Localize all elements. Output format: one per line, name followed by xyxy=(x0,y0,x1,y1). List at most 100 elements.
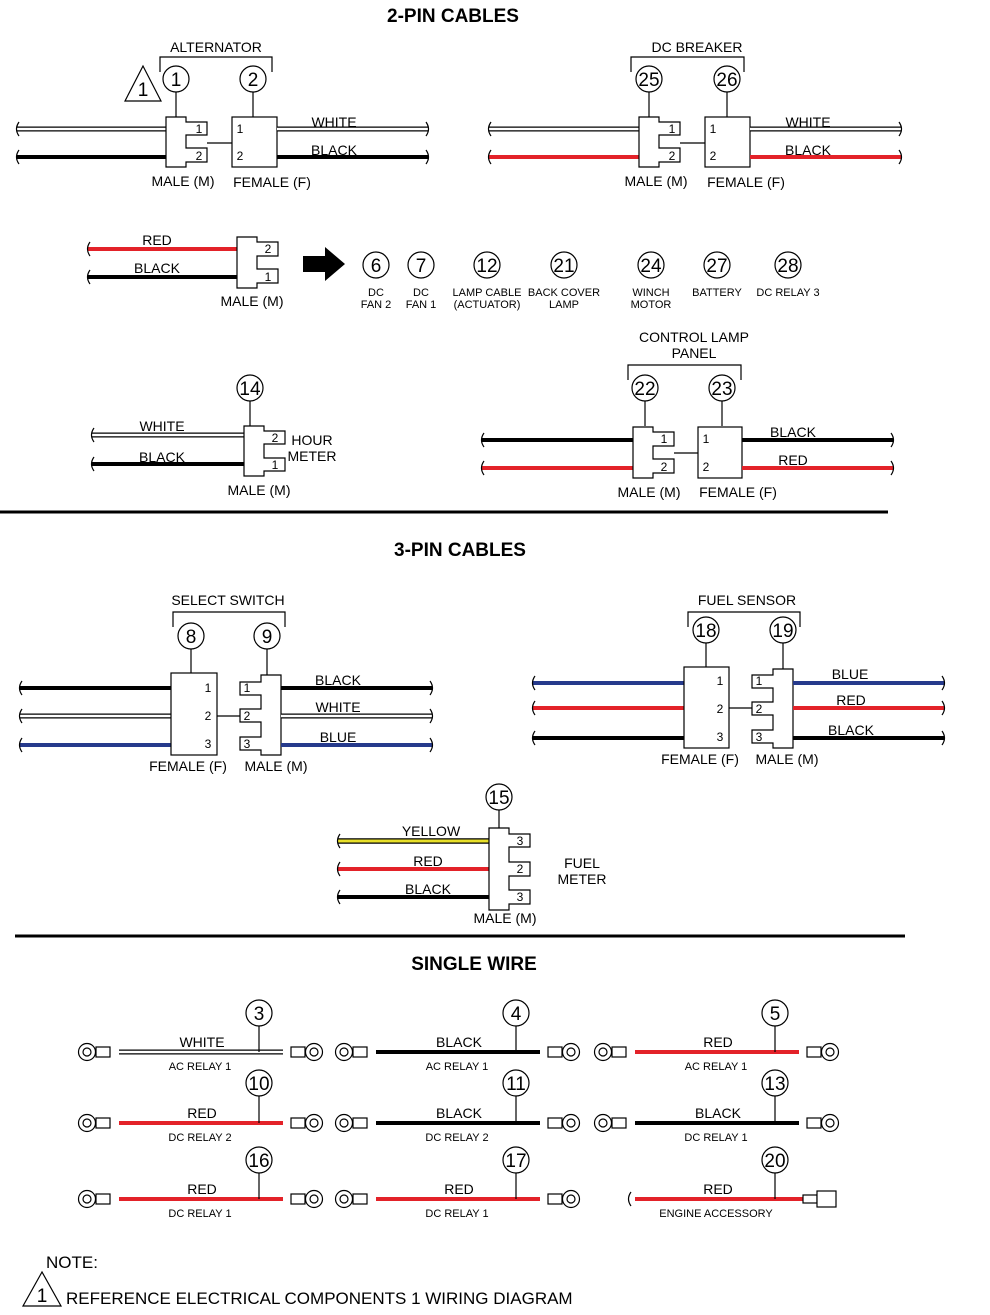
note-title: NOTE: xyxy=(46,1253,98,1272)
circle-label: 26 xyxy=(716,70,737,91)
female-label: FEMALE (F) xyxy=(699,484,777,500)
control-lamp-cable: CONTROL LAMP PANEL 22 23 1 2 1 2 BLACK R… xyxy=(480,329,895,500)
wire-label: WHITE xyxy=(315,699,360,715)
destination-label: AC RELAY 1 xyxy=(169,1061,232,1073)
circle-label: 8 xyxy=(186,627,197,648)
circle-label: 20 xyxy=(764,1151,785,1172)
svg-text:2: 2 xyxy=(517,862,524,876)
svg-text:1: 1 xyxy=(669,122,676,136)
ring-terminal-icon xyxy=(77,1042,111,1062)
circle-label: 19 xyxy=(772,621,793,642)
ring-terminal-icon xyxy=(806,1042,840,1062)
svg-text:2: 2 xyxy=(756,702,763,716)
female-label: FEMALE (F) xyxy=(661,751,739,767)
svg-text:3: 3 xyxy=(717,730,724,744)
ring-terminal-icon xyxy=(334,1113,368,1133)
target-label: LAMP CABLE xyxy=(453,287,522,299)
circle-label: 2 xyxy=(248,70,259,91)
ring-terminal-icon xyxy=(334,1189,368,1209)
svg-text:3: 3 xyxy=(205,737,212,751)
fuel-sensor-cable: FUEL SENSOR 18 19 1 2 3 1 2 3 BLUE RED B… xyxy=(531,592,946,767)
wire-label: BLACK xyxy=(311,142,358,158)
circle-label: 27 xyxy=(706,256,727,277)
circle-label: 18 xyxy=(695,621,716,642)
male-label: MALE (M) xyxy=(625,173,688,189)
wire-label: RED xyxy=(703,1181,733,1197)
wire-label: RED xyxy=(778,452,808,468)
target-label: FAN 1 xyxy=(406,299,437,311)
svg-text:2: 2 xyxy=(205,709,212,723)
circle-label: 24 xyxy=(640,256,662,277)
male-label: MALE (M) xyxy=(245,758,308,774)
ring-terminal-icon xyxy=(77,1189,111,1209)
target-label: LAMP xyxy=(549,299,579,311)
wire-label: WHITE xyxy=(785,114,830,130)
circle-label: 13 xyxy=(764,1074,785,1095)
male-label: MALE (M) xyxy=(228,482,291,498)
wire-label: BLACK xyxy=(134,260,181,276)
wire-label: BLACK xyxy=(405,881,452,897)
circle-label: 6 xyxy=(371,256,382,277)
fuel-meter-cable: 15 YELLOW RED BLACK 3 2 3 FUEL METER MAL… xyxy=(336,783,607,926)
device-label: HOUR xyxy=(291,432,332,448)
svg-text:3: 3 xyxy=(244,737,251,751)
svg-text:2: 2 xyxy=(661,460,668,474)
target-label: WINCH xyxy=(632,287,669,299)
group-label: CONTROL LAMP xyxy=(639,329,749,345)
svg-text:2: 2 xyxy=(244,709,251,723)
wire-label: WHITE xyxy=(311,114,356,130)
wire-label: BLACK xyxy=(436,1105,483,1121)
ring-terminal-icon xyxy=(290,1113,324,1133)
section-title-3pin: 3-PIN CABLES xyxy=(394,540,526,561)
group-label: PANEL xyxy=(672,345,717,361)
ring-terminal-icon xyxy=(547,1042,581,1062)
device-label: METER xyxy=(558,871,607,887)
alternator-cable: ALTERNATOR 1 1 2 1 2 1 2 WHITE BLACK MAL… xyxy=(15,39,430,190)
destination-label: DC RELAY 2 xyxy=(168,1132,231,1144)
circle-label: 15 xyxy=(488,788,509,809)
wire-label: WHITE xyxy=(139,418,184,434)
note: NOTE: 1 REFERENCE ELECTRICAL COMPONENTS … xyxy=(21,1253,573,1308)
wire-label: RED xyxy=(444,1181,474,1197)
female-label: FEMALE (F) xyxy=(707,174,785,190)
wire-label: BLACK xyxy=(770,424,817,440)
wire-label: BLACK xyxy=(785,142,832,158)
wire-label: RED xyxy=(413,853,443,869)
male-label: MALE (M) xyxy=(474,910,537,926)
circle-label: 21 xyxy=(553,256,574,277)
female-label: FEMALE (F) xyxy=(233,174,311,190)
svg-text:1: 1 xyxy=(272,458,279,472)
circle-label: 4 xyxy=(511,1004,522,1025)
group-label: ALTERNATOR xyxy=(170,39,262,55)
circle-label: 3 xyxy=(254,1004,265,1025)
section-title-2pin: 2-PIN CABLES xyxy=(387,6,519,27)
destination-label: DC RELAY 1 xyxy=(425,1208,488,1220)
destination-label: ENGINE ACCESSORY xyxy=(659,1208,773,1220)
wire-label: BLACK xyxy=(436,1034,483,1050)
dc-breaker-cable: DC BREAKER 25 26 1 2 1 2 WHITE BLACK MAL… xyxy=(487,39,903,190)
destination-label: DC RELAY 1 xyxy=(168,1208,231,1220)
target-label: (ACTUATOR) xyxy=(454,299,521,311)
svg-text:2: 2 xyxy=(265,242,272,256)
svg-text:2: 2 xyxy=(196,149,203,163)
circle-label: 12 xyxy=(476,256,497,277)
group-label: DC BREAKER xyxy=(651,39,742,55)
male-label: MALE (M) xyxy=(152,173,215,189)
svg-text:1: 1 xyxy=(237,122,244,136)
circle-label: 7 xyxy=(416,256,427,277)
group-label: SELECT SWITCH xyxy=(171,592,284,608)
